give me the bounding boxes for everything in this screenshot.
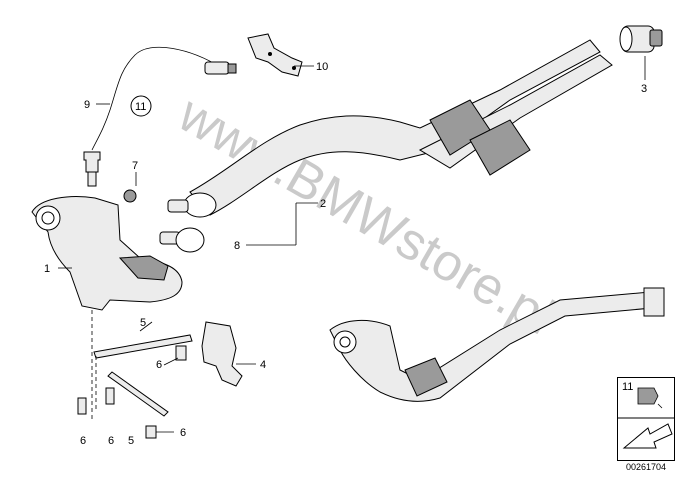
legend-icons xyxy=(618,387,674,449)
callout-6b: 6 xyxy=(80,435,86,447)
bolts-part xyxy=(77,345,187,439)
callout-6c: 6 xyxy=(108,435,114,447)
front-pipe-2-part xyxy=(183,39,613,218)
dashed-leaders xyxy=(91,310,97,420)
legend-box: 11 xyxy=(617,377,675,461)
brackets-part xyxy=(93,321,243,417)
document-number: 00261704 xyxy=(626,462,667,472)
legend-callout-11: 11 xyxy=(622,381,634,393)
callout-1: 1 xyxy=(44,263,50,275)
callout-11-circle xyxy=(130,95,152,117)
callout-8: 8 xyxy=(234,240,240,252)
catalytic-converter-1-part xyxy=(31,189,183,311)
callout-6a: 6 xyxy=(156,359,162,371)
callout-4: 4 xyxy=(260,359,266,371)
callout-9: 9 xyxy=(84,99,90,111)
arrow-icon xyxy=(622,423,673,449)
leader-5a xyxy=(139,321,153,332)
bracket-10-part xyxy=(247,33,303,77)
leader-6a xyxy=(163,357,179,366)
oxygen-sensor-part xyxy=(83,46,237,187)
clamp-8-part xyxy=(159,199,205,253)
clip-icon xyxy=(637,387,659,405)
callout-2: 2 xyxy=(320,198,326,210)
callout-11-circle-label: 11 xyxy=(135,101,146,113)
callout-7: 7 xyxy=(132,160,138,172)
callout-5a: 5 xyxy=(140,317,146,329)
clamp-3-part xyxy=(619,25,663,53)
callout-3: 3 xyxy=(641,83,647,95)
callout-6d: 6 xyxy=(180,427,186,439)
callout-10: 10 xyxy=(316,61,328,73)
rear-pipe-assembly-part xyxy=(329,287,665,402)
callout-5b: 5 xyxy=(128,435,134,447)
